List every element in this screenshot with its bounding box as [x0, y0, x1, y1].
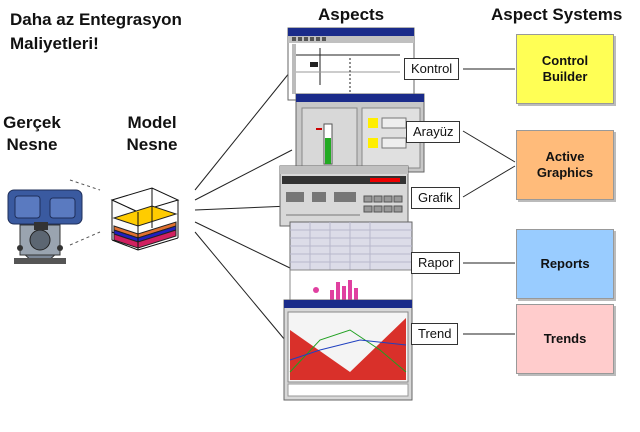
- real-model-links: [69, 179, 101, 246]
- trend-screenshot: [283, 299, 413, 401]
- system-box-trends: Trends: [516, 304, 614, 374]
- system-box-control-builder: Control Builder: [516, 34, 614, 104]
- slogan-line1: Daha az Entegrasyon: [10, 10, 182, 29]
- aspect-systems-heading: Aspect Systems: [491, 5, 623, 24]
- slogan: Daha az Entegrasyon Maliyetleri!: [10, 8, 182, 56]
- model-object-heading: Model Nesne: [120, 112, 184, 156]
- real-object-line2: Nesne: [6, 135, 58, 154]
- aspect-label-rapor: Rapor: [411, 252, 461, 274]
- link-arayuz-graphics: [462, 130, 516, 163]
- fan-line-rapor: [194, 221, 291, 269]
- model-cube-icon: [110, 187, 180, 251]
- aspect-label-grafik: Grafik: [411, 187, 460, 209]
- real-object-heading: Gerçek Nesne: [0, 112, 64, 156]
- link-grafik-graphics: [462, 165, 516, 198]
- system-label-line1: Control: [541, 53, 589, 68]
- fan-lines: [194, 71, 293, 341]
- faceplate-screenshot: [295, 93, 425, 173]
- report-screenshot: [289, 221, 413, 303]
- system-box-reports: Reports: [516, 229, 614, 299]
- system-links: [462, 68, 516, 335]
- fan-line-trend: [194, 231, 286, 341]
- system-label-line2: Graphics: [536, 165, 594, 180]
- fan-line-arayuz: [194, 149, 293, 201]
- model-object-line2: Nesne: [126, 135, 178, 154]
- real-object-line1: Gerçek: [3, 113, 61, 132]
- system-label-line1: Active: [545, 149, 585, 164]
- fan-line-grafik: [194, 205, 291, 211]
- aspects-heading: Aspects: [318, 5, 385, 24]
- aspect-label-arayuz: Arayüz: [406, 121, 461, 143]
- system-label-line1: Reports: [540, 256, 590, 271]
- system-label-line1: Trends: [543, 331, 587, 346]
- system-box-active-graphics: Active Graphics: [516, 130, 614, 200]
- aspect-label-kontrol: Kontrol: [404, 58, 460, 80]
- slogan-line2: Maliyetleri!: [10, 34, 99, 53]
- fan-line-kontrol: [194, 71, 291, 191]
- valve-icon: [7, 189, 83, 264]
- aspect-label-trend: Trend: [411, 323, 459, 345]
- model-object-line1: Model: [127, 113, 177, 132]
- system-label-line2: Builder: [542, 69, 588, 84]
- control-builder-screenshot: [287, 27, 415, 101]
- process-graphic-screenshot: [279, 165, 409, 227]
